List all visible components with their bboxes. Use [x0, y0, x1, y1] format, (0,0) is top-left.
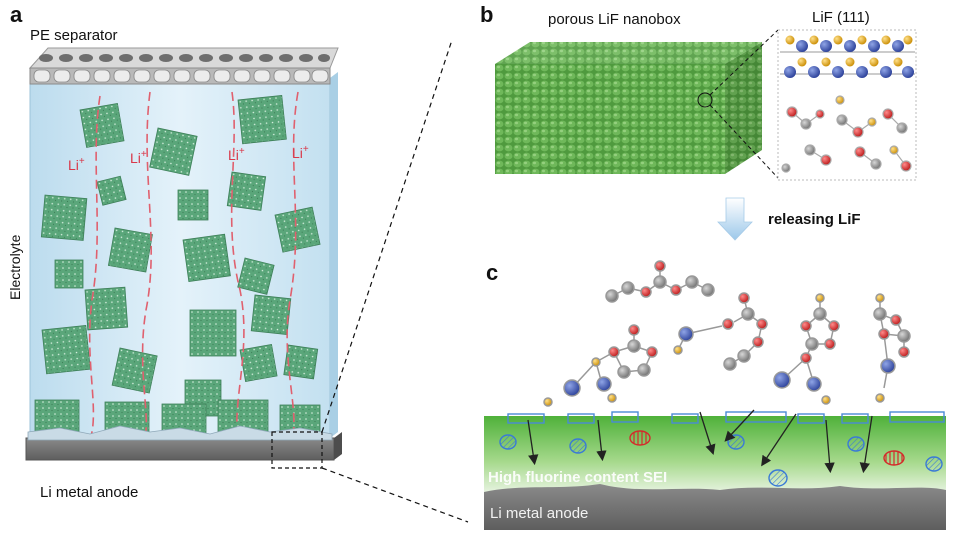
pe-separator	[28, 47, 339, 85]
panel-a: a PE separator	[7, 2, 342, 501]
nanocubes	[34, 94, 321, 441]
li-ion-label-1: Li+	[68, 156, 85, 173]
nanocube	[189, 309, 237, 357]
nanobox-zoom-circle	[697, 92, 713, 108]
sei-label: High fluorine content SEI	[488, 469, 667, 486]
zoom-box	[271, 431, 323, 469]
nanocube	[84, 286, 129, 331]
nanocube	[111, 347, 158, 394]
nanobox-label: porous LiF nanobox	[548, 11, 681, 28]
li-path-2	[141, 91, 152, 441]
li-solvated-molecule	[673, 292, 768, 371]
nanocube	[79, 102, 125, 148]
nanocube	[237, 94, 287, 145]
lif-lattice	[780, 35, 915, 78]
nanocube	[250, 294, 292, 336]
li-anode-a	[25, 425, 342, 461]
releasing-lif-label: releasing LiF	[768, 211, 861, 228]
li-path-4	[286, 91, 299, 441]
nanocube	[107, 227, 153, 273]
panel-c: c High fluorine content SEI Li metal ano…	[484, 260, 946, 530]
li-path-1	[88, 95, 101, 441]
nanocube	[149, 127, 198, 176]
zoom-line-top	[321, 39, 453, 433]
nanocube	[177, 189, 209, 221]
lif-crystal-inset	[777, 29, 917, 181]
panel-a-letter: a	[10, 2, 23, 27]
nanocube	[283, 344, 319, 380]
nanobox-zoom-line-top	[709, 29, 779, 96]
crystal-label: LiF (111)	[812, 9, 870, 26]
cyclic-carbonate-molecule-2	[773, 293, 840, 405]
nanocube	[239, 343, 278, 382]
cyclic-carbonate-molecule-3	[873, 293, 911, 403]
panel-b: b porous LiF nanobox LiF (111)	[480, 2, 917, 241]
nanocube	[274, 206, 321, 253]
nanocube	[182, 233, 231, 283]
electrolyte-molecules	[543, 260, 911, 407]
li-ion-label-2: Li+	[130, 149, 147, 166]
li-ion-paths	[88, 91, 299, 441]
panel-c-letter: c	[486, 260, 498, 285]
nanocube	[237, 257, 275, 295]
linear-carbonate-molecule	[605, 260, 715, 303]
li-path-3	[230, 91, 245, 441]
li-anode-c	[484, 484, 946, 530]
pe-separator-label: PE separator	[30, 27, 118, 44]
sei-surface-species	[507, 411, 945, 424]
zoom-line-bottom	[321, 467, 469, 523]
nanocube	[41, 324, 91, 375]
nanocube	[226, 171, 267, 211]
li-ion-labels: Li+ Li+ Li+ Li+	[68, 144, 309, 173]
nanocube	[54, 259, 84, 289]
nanocube	[40, 194, 88, 241]
cyclic-carbonate-molecule-1	[543, 324, 658, 407]
releasing-arrow	[717, 197, 753, 241]
panel-b-letter: b	[480, 2, 493, 27]
li-ion-label-4: Li+	[292, 144, 309, 161]
electrolyte-label: Electrolyte	[7, 234, 23, 300]
solvent-molecules	[781, 95, 912, 173]
electrolyte-side-face	[330, 72, 338, 438]
nanocube	[96, 175, 127, 206]
li-ion-label-3: Li+	[228, 146, 245, 163]
li-ion-arrows	[527, 409, 873, 474]
sei-particles	[499, 430, 943, 487]
porous-nanobox	[495, 42, 762, 174]
li-anode-label-a: Li metal anode	[40, 484, 138, 501]
nanobox-zoom-line-bottom	[709, 104, 779, 179]
li-anode-label-c: Li metal anode	[490, 505, 588, 522]
